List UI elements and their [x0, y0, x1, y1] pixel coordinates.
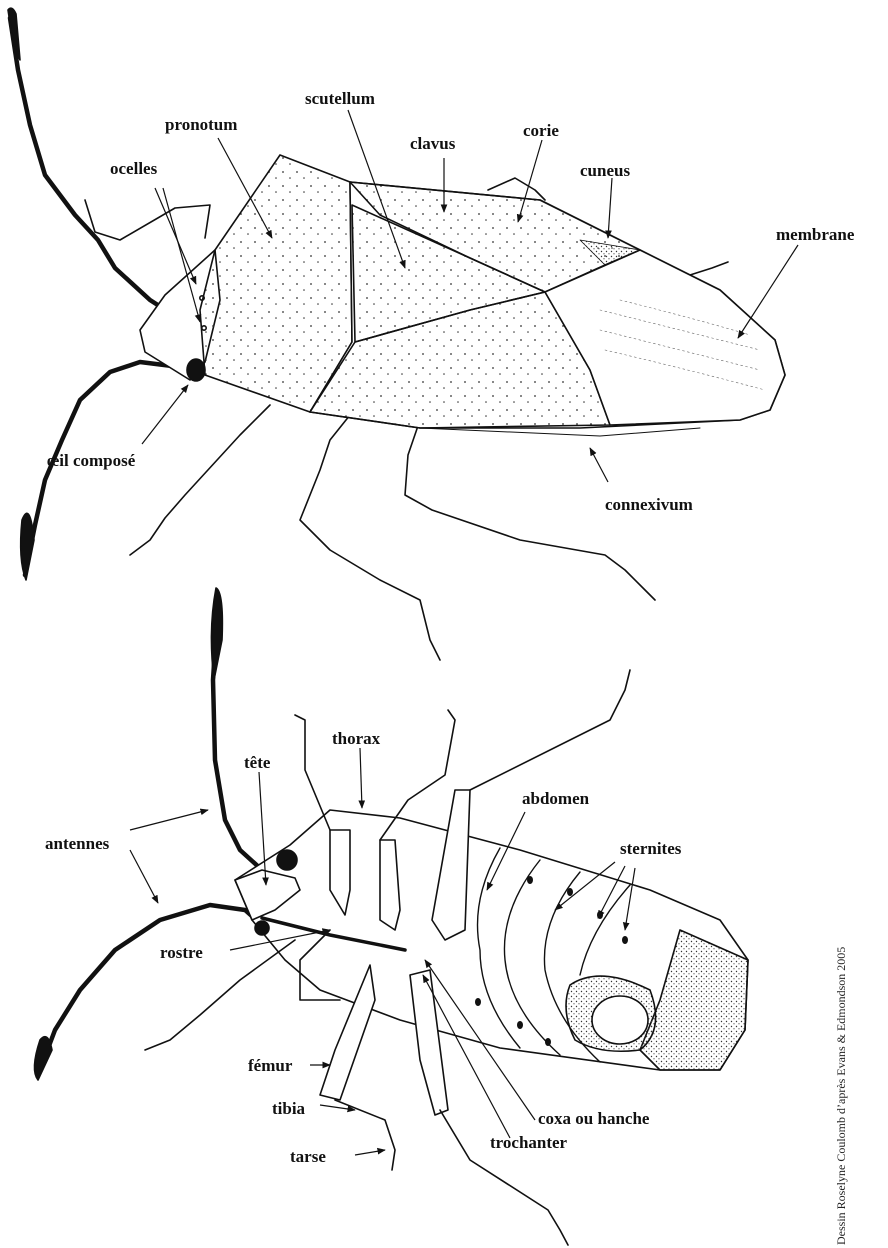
label-coxa: coxa ou hanche — [538, 1110, 649, 1127]
label-cuneus: cuneus — [580, 162, 630, 179]
label-trochanter: trochanter — [490, 1134, 567, 1151]
label-sternites: sternites — [620, 840, 681, 857]
label-connexivum: connexivum — [605, 496, 693, 513]
dorsal-compound-eye — [187, 359, 205, 381]
dorsal-insect — [8, 8, 785, 660]
ventral-antenna-upper — [211, 588, 262, 870]
drawing-credit: Dessin Roselyne Coulomb d’après Evans & … — [834, 947, 849, 1245]
label-membrane: membrane — [776, 226, 854, 243]
dorsal-leg-right-tip — [690, 262, 728, 275]
label-tete: tête — [244, 754, 270, 771]
label-pronotum: pronotum — [165, 116, 237, 133]
label-clavus: clavus — [410, 135, 455, 152]
ventral-antenna-lower — [34, 905, 262, 1080]
label-scutellum: scutellum — [305, 90, 375, 107]
label-tibia: tibia — [272, 1100, 305, 1117]
ventral-eye — [277, 850, 297, 870]
label-rostre: rostre — [160, 944, 203, 961]
label-abdomen: abdomen — [522, 790, 589, 807]
dorsal-leg-front — [85, 200, 210, 240]
dorsal-antenna-lower — [21, 362, 188, 580]
ventral-insect — [34, 588, 748, 1245]
label-ocelles: ocelles — [110, 160, 157, 177]
label-femur: fémur — [248, 1057, 292, 1074]
label-oeil-compose: œil composé — [47, 452, 135, 469]
dorsal-leg-mid — [130, 405, 270, 555]
dorsal-pronotum — [200, 155, 352, 412]
dorsal-leg-hind-1 — [300, 415, 440, 660]
label-corie: corie — [523, 122, 559, 139]
label-tarse: tarse — [290, 1148, 326, 1165]
label-thorax: thorax — [332, 730, 380, 747]
label-antennes: antennes — [45, 835, 109, 852]
